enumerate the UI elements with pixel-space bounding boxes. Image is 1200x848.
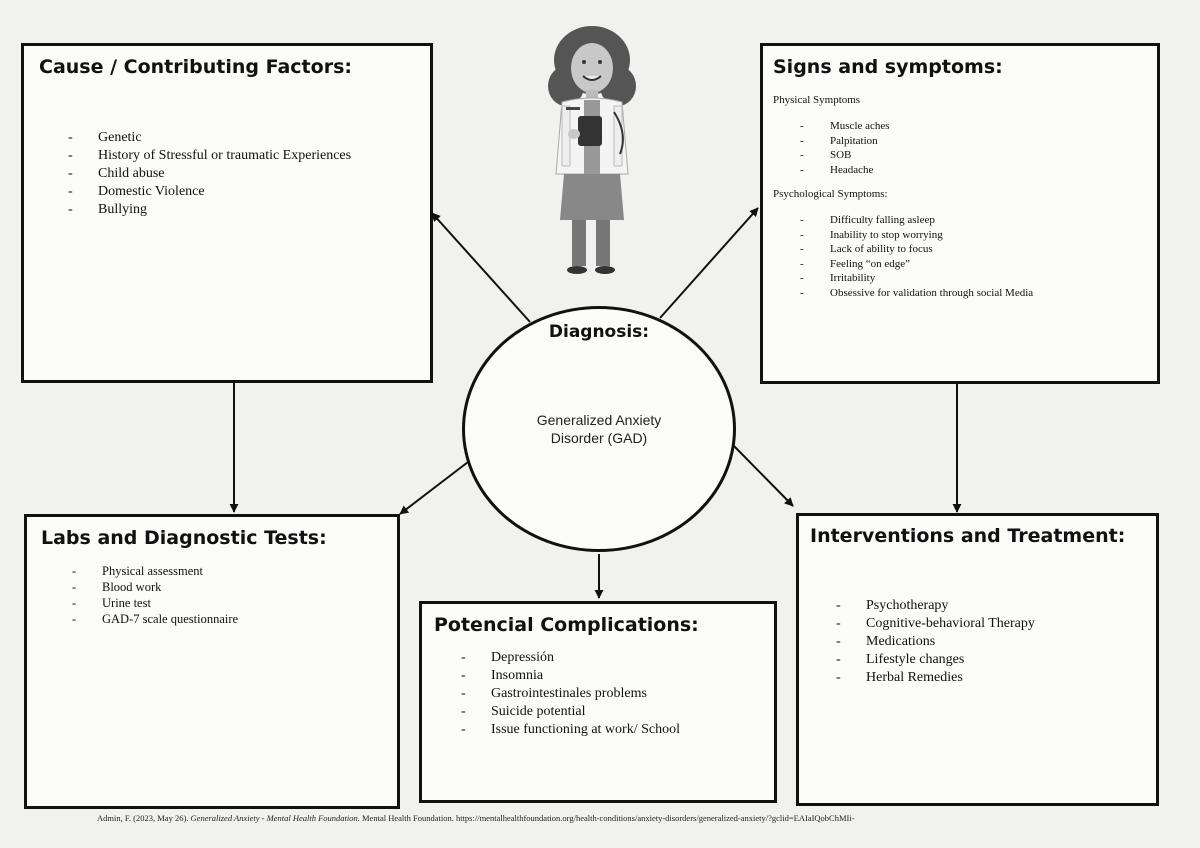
list-item: Psychotherapy: [836, 597, 1035, 615]
arrow-to-signs: [659, 207, 759, 319]
diagnosis-name-line: Disorder (GAD): [550, 430, 648, 446]
arrow-to-causes: [431, 212, 531, 323]
causes-list: Genetic History of Stressful or traumati…: [68, 129, 351, 219]
list-item: Physical assessment: [72, 563, 238, 579]
complications-list: Depressión Insomnia Gastrointestinales p…: [461, 649, 680, 739]
labs-box: Labs and Diagnostic Tests: Physical asse…: [24, 514, 400, 809]
interventions-box: Interventions and Treatment: Psychothera…: [796, 513, 1159, 806]
signs-title: Signs and symptoms:: [773, 56, 1003, 78]
list-item: Herbal Remedies: [836, 669, 1035, 687]
list-item: Obsessive for validation through social …: [800, 286, 1033, 301]
list-item: Cognitive-behavioral Therapy: [836, 615, 1035, 633]
list-item: Inability to stop worrying: [800, 228, 1033, 243]
citation-title: Generalized Anxiety - Mental Health Foun…: [190, 813, 360, 823]
psychological-symptoms-list: Difficulty falling asleep Inability to s…: [800, 213, 1033, 300]
interventions-list: Psychotherapy Cognitive-behavioral Thera…: [836, 597, 1035, 687]
psychological-symptoms-heading: Psychological Symptoms:: [773, 188, 888, 200]
arrow-to-labs: [399, 461, 469, 515]
list-item: SOB: [800, 148, 890, 163]
list-item: Muscle aches: [800, 119, 890, 134]
complications-box: Potencial Complications: Depressión Inso…: [419, 601, 777, 803]
interventions-title: Interventions and Treatment:: [810, 525, 1126, 547]
list-item: GAD-7 scale questionnaire: [72, 611, 238, 627]
list-item: Irritability: [800, 271, 1033, 286]
list-item: Medications: [836, 633, 1035, 651]
labs-list: Physical assessment Blood work Urine tes…: [72, 563, 238, 627]
list-item: Urine test: [72, 595, 238, 611]
list-item: Domestic Violence: [68, 183, 351, 201]
list-item: Issue functioning at work/ School: [461, 721, 680, 739]
list-item: Child abuse: [68, 165, 351, 183]
list-item: Genetic: [68, 129, 351, 147]
causes-title: Cause / Contributing Factors:: [39, 56, 352, 78]
list-item: Gastrointestinales problems: [461, 685, 680, 703]
diagnosis-circle: Diagnosis: Generalized Anxiety Disorder …: [462, 306, 736, 552]
citation-prefix: Admin, F. (2023, May 26).: [97, 813, 189, 823]
list-item: Lifestyle changes: [836, 651, 1035, 669]
complications-title: Potencial Complications:: [434, 614, 699, 636]
list-item: Headache: [800, 163, 890, 178]
arrow-to-interventions: [733, 445, 794, 507]
list-item: Depressión: [461, 649, 680, 667]
diagnosis-name-line: Generalized Anxiety: [536, 412, 662, 428]
labs-title: Labs and Diagnostic Tests:: [41, 527, 327, 549]
list-item: Blood work: [72, 579, 238, 595]
citation-suffix: Mental Health Foundation. https://mental…: [362, 813, 855, 823]
list-item: Feeling “on edge”: [800, 257, 1033, 272]
list-item: Insomnia: [461, 667, 680, 685]
signs-box: Signs and symptoms: Physical Symptoms Mu…: [760, 43, 1160, 384]
diagnosis-name: Generalized Anxiety Disorder (GAD): [465, 411, 733, 447]
list-item: Bullying: [68, 201, 351, 219]
citation: Admin, F. (2023, May 26). Generalized An…: [97, 813, 855, 823]
doctor-with-clipboard-icon: [548, 26, 636, 274]
physical-symptoms-list: Muscle aches Palpitation SOB Headache: [800, 119, 890, 177]
list-item: History of Stressful or traumatic Experi…: [68, 147, 351, 165]
diagnosis-title: Diagnosis:: [548, 322, 650, 342]
causes-box: Cause / Contributing Factors: Genetic Hi…: [21, 43, 433, 383]
list-item: Difficulty falling asleep: [800, 213, 1033, 228]
physical-symptoms-heading: Physical Symptoms: [773, 94, 861, 106]
list-item: Lack of ability to focus: [800, 242, 1033, 257]
list-item: Palpitation: [800, 134, 890, 149]
list-item: Suicide potential: [461, 703, 680, 721]
